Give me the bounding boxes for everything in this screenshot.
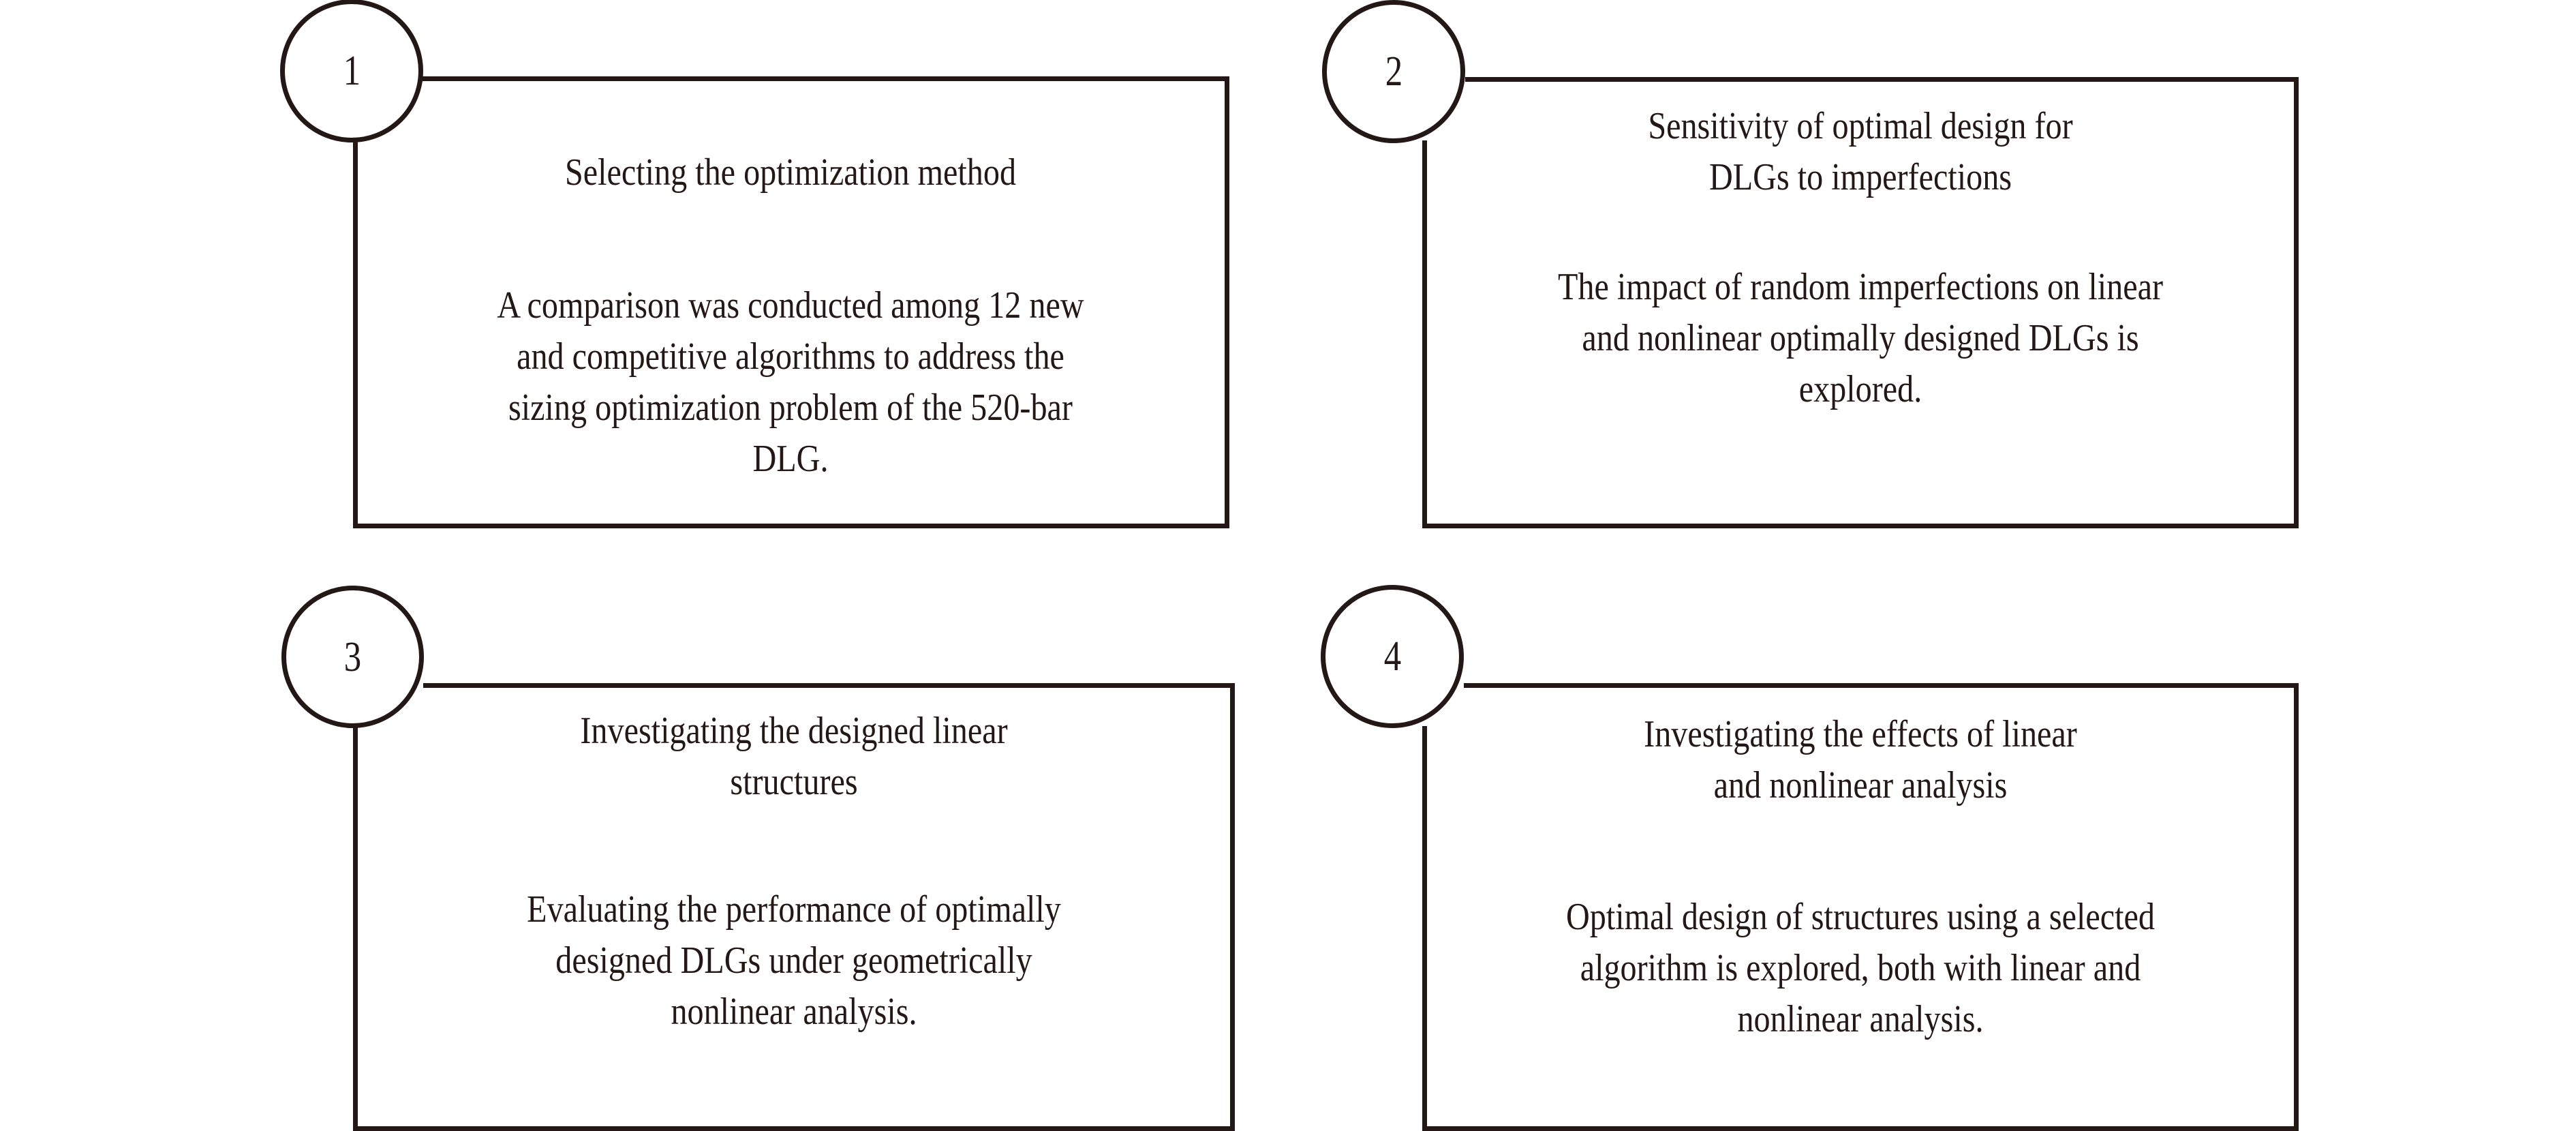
panel-3-number-circle: 3	[281, 586, 424, 728]
panel-3-spacer	[382, 808, 1206, 884]
panel-2-spacer	[1448, 203, 2273, 262]
panel-3-body: Evaluating the performance of optimally …	[527, 888, 1061, 1034]
panel-2-number-circle: 2	[1322, 0, 1465, 143]
panel-3-box-top-edge	[423, 683, 1235, 688]
panel-2-body: The impact of random imperfections on li…	[1558, 266, 2163, 411]
panel-1-box-top-edge	[423, 76, 1229, 81]
panel-1-body: A comparison was conducted among 12 new …	[497, 284, 1084, 481]
panel-4-body: Optimal design of structures using a sel…	[1565, 896, 2155, 1041]
panel-1-number-circle: 1	[280, 0, 423, 142]
panel-4-box-left-edge	[1422, 726, 1427, 1131]
panel-3-text-block: Investigating the designed linear struct…	[382, 706, 1206, 1038]
panel-2-text-block: Sensitivity of optimal design for DLGs t…	[1448, 101, 2273, 415]
panel-1-heading: Selecting the optimization method	[564, 151, 1017, 194]
panel-1-text-block: Selecting the optimization method A comp…	[382, 147, 1199, 485]
panel-2-box-right-edge	[2294, 77, 2299, 528]
panel-2-heading: Sensitivity of optimal design for DLGs t…	[1648, 105, 2073, 199]
panel-1-box-bottom-edge	[353, 524, 1229, 528]
panel-3-box-right-edge	[1230, 683, 1235, 1131]
panel-3-number-label: 3	[343, 633, 362, 680]
panel-1-box-right-edge	[1225, 76, 1229, 528]
panel-4-box-top-edge	[1464, 683, 2299, 688]
panel-3-heading: Investigating the designed linear struct…	[580, 710, 1008, 804]
panel-3-box-left-edge	[353, 726, 358, 1131]
panel-1-number-label: 1	[343, 48, 361, 94]
panel-4-spacer	[1448, 811, 2273, 892]
panel-2-box-top-edge	[1465, 77, 2299, 82]
panel-3-box-bottom-edge	[353, 1126, 1235, 1131]
panel-4-number-circle: 4	[1321, 585, 1464, 728]
panel-4-text-block: Investigating the effects of linear and …	[1448, 709, 2273, 1045]
panel-1-spacer	[382, 198, 1199, 280]
panel-4-box-right-edge	[2294, 683, 2299, 1131]
panel-4-box-bottom-edge	[1422, 1126, 2299, 1131]
panel-1-box-left-edge	[353, 140, 358, 528]
panel-4-heading: Investigating the effects of linear and …	[1644, 713, 2077, 807]
panel-2-box-bottom-edge	[1422, 524, 2299, 528]
panel-2-number-label: 2	[1385, 48, 1402, 95]
panel-4-number-label: 4	[1383, 633, 1401, 680]
panel-2-box-left-edge	[1422, 140, 1427, 528]
